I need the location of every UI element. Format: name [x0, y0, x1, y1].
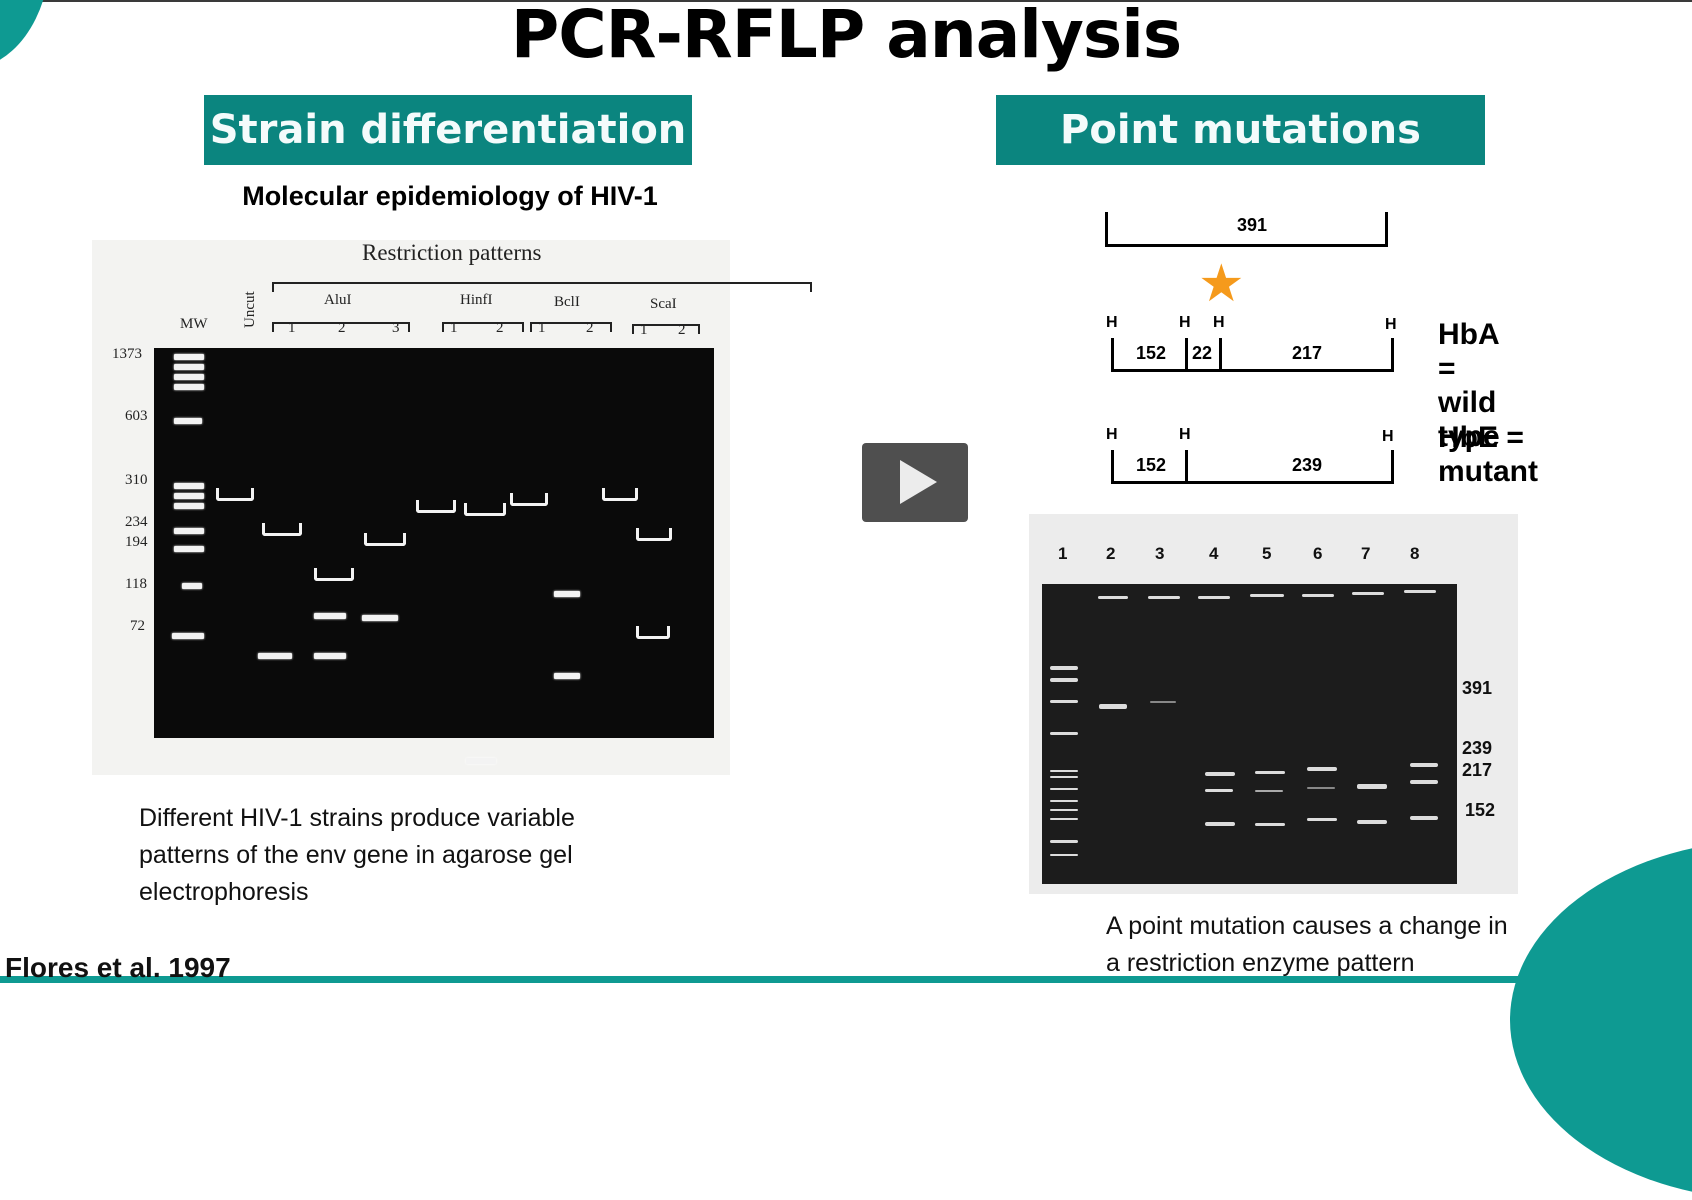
size-marker: 72 [130, 618, 145, 634]
size-label: 152 [1465, 800, 1496, 820]
enzyme-bcli-label: BclI [554, 294, 580, 310]
site-label: H [1106, 314, 1118, 331]
size-marker: 118 [125, 576, 147, 592]
fragment-label: 22 [1192, 343, 1213, 363]
site-label: H [1106, 426, 1118, 443]
lane-number: 1 [1058, 544, 1068, 563]
lane-label: 2 [496, 320, 504, 336]
size-marker: 234 [125, 514, 148, 530]
play-icon [900, 460, 937, 504]
enzymes-bracket [272, 282, 812, 292]
lane-number: 6 [1313, 544, 1323, 563]
caption-line: Different HIV-1 strains produce variable [139, 804, 575, 832]
restriction-patterns-title: Restriction patterns [362, 240, 542, 265]
scai-lanes-bracket [632, 324, 700, 334]
hbe-label: HbE = mutant [1438, 421, 1538, 488]
lane-label: 2 [586, 320, 594, 336]
top-strip [0, 0, 1692, 2]
lane-label: 1 [288, 320, 296, 336]
enzyme-hinfi-label: HinfI [460, 292, 493, 308]
lane-number: 4 [1209, 544, 1219, 563]
left-caption: Different HIV-1 strains produce variable… [139, 800, 575, 911]
hemoglobin-gel-figure: 1 2 3 4 5 6 7 8 [1029, 514, 1518, 894]
caption-line: electrophoresis [139, 878, 309, 906]
fragment-label: 217 [1292, 343, 1323, 363]
lane-label: 1 [538, 320, 546, 336]
caption-line: A point mutation causes a change in [1106, 912, 1508, 940]
lane-number: 2 [1106, 544, 1116, 563]
site-label: H [1382, 428, 1394, 445]
bottom-band [0, 976, 1692, 983]
agarose-gel-left [154, 348, 714, 764]
fragment-label: 152 [1136, 455, 1167, 475]
decorative-corner-bottom-right [1510, 840, 1692, 1200]
enzyme-scai-label: ScaI [650, 296, 677, 312]
enzyme-alui-label: AluI [324, 292, 352, 308]
site-label: H [1213, 314, 1225, 331]
hiv-restriction-gel-figure: Restriction patterns MW Uncut AluI HinfI… [92, 240, 812, 775]
left-subtitle: Molecular epidemiology of HIV-1 [242, 181, 658, 211]
lane-number: 5 [1262, 544, 1272, 563]
uncut-label: Uncut [242, 291, 258, 328]
site-label: H [1385, 316, 1397, 333]
size-label: 239 [1462, 738, 1493, 758]
lane-label: 3 [392, 320, 400, 336]
lane-number: 3 [1155, 544, 1165, 563]
lane-number: 8 [1410, 544, 1420, 563]
citation: Flores et al. 1997 [5, 952, 231, 983]
agarose-gel-right [1042, 584, 1457, 884]
hba-label: HbA = wild type [1438, 318, 1500, 453]
lane-label: 2 [678, 322, 686, 338]
play-button[interactable] [862, 443, 968, 522]
alui-lanes-bracket [272, 322, 410, 332]
caption-line: patterns of the env gene in agarose gel [139, 841, 573, 869]
site-label: H [1179, 426, 1191, 443]
full-length-label: 391 [1237, 215, 1268, 235]
site-label: H [1179, 314, 1191, 331]
lane-label: 1 [450, 320, 458, 336]
caption-line: a restriction enzyme pattern [1106, 949, 1415, 977]
size-label: 391 [1462, 678, 1493, 698]
strain-differentiation-header: Strain differentiation [204, 95, 692, 165]
size-marker: 1373 [112, 346, 142, 362]
size-marker: 310 [125, 472, 148, 488]
fragment-label: 239 [1292, 455, 1323, 475]
mw-label: MW [180, 316, 208, 332]
fragment-label: 152 [1136, 343, 1167, 363]
lane-number: 7 [1361, 544, 1371, 563]
size-marker: 194 [125, 534, 148, 550]
point-mutations-header: Point mutations [996, 95, 1485, 165]
slide-title: PCR-RFLP analysis [510, 0, 1182, 73]
size-marker: 603 [125, 408, 148, 424]
bcli-lanes-bracket [530, 322, 612, 332]
star-icon: ★ [1198, 254, 1245, 314]
size-label: 217 [1462, 760, 1493, 780]
hinfi-lanes-bracket [442, 322, 524, 332]
right-caption: A point mutation causes a change in a re… [1106, 908, 1508, 982]
lane-label: 1 [640, 322, 648, 338]
lane-label: 2 [338, 320, 346, 336]
